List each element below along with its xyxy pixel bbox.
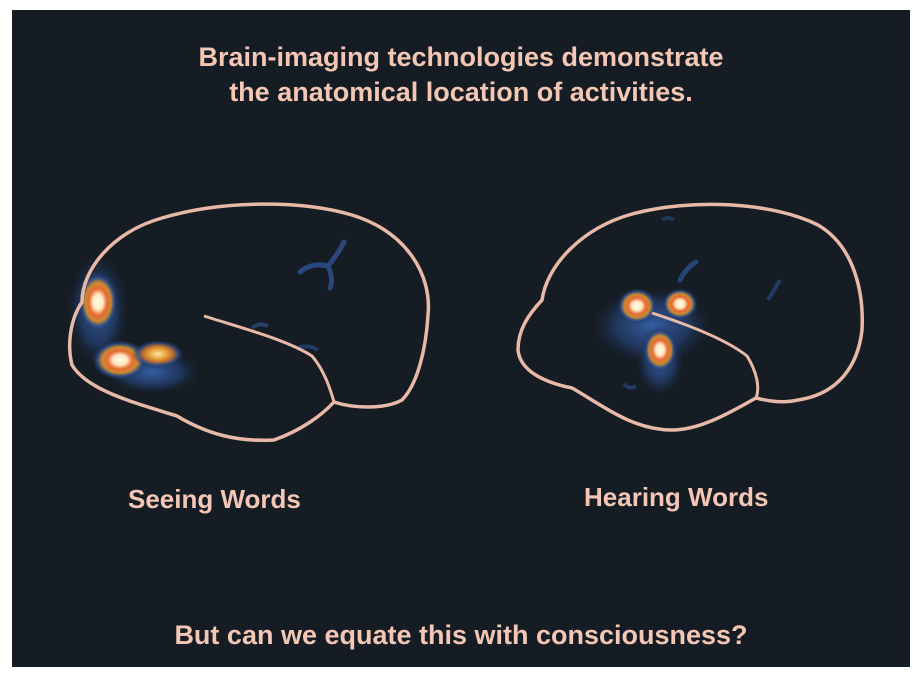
cool-activation-trace — [297, 344, 320, 352]
slide-title: Brain-imaging technologies demonstrate t… — [12, 40, 910, 110]
brain-images — [67, 202, 864, 443]
cool-activation-trace — [766, 278, 782, 302]
hot-activation-spot — [643, 328, 677, 372]
cool-activation-trace — [660, 216, 676, 222]
hot-activation-spot — [617, 288, 657, 324]
sylvian-fissure-line — [651, 311, 760, 399]
hot-activation-spot — [662, 288, 698, 320]
brain-outline-icon — [67, 202, 431, 443]
brain-outline-icon — [516, 202, 864, 432]
brain-hearing-words — [516, 202, 864, 432]
slide: Brain-imaging technologies demonstrate t… — [12, 10, 910, 667]
cool-activation-trace — [297, 239, 347, 291]
hot-activation-spot — [78, 272, 118, 332]
warm-activation-spot — [132, 340, 184, 368]
cool-activation-trace — [622, 382, 638, 390]
slide-title-line-2: the anatomical location of activities. — [229, 77, 693, 107]
closing-question: But can we equate this with consciousnes… — [174, 620, 748, 650]
sylvian-fissure-line — [203, 314, 336, 403]
brain-seeing-words — [67, 202, 431, 443]
slide-title-line-1: Brain-imaging technologies demonstrate — [198, 42, 724, 72]
hearing-words-label: Hearing Words — [584, 482, 769, 512]
seeing-words-label: Seeing Words — [128, 484, 301, 514]
cool-activation-trace — [677, 259, 699, 283]
cool-activation-trace — [250, 322, 269, 330]
